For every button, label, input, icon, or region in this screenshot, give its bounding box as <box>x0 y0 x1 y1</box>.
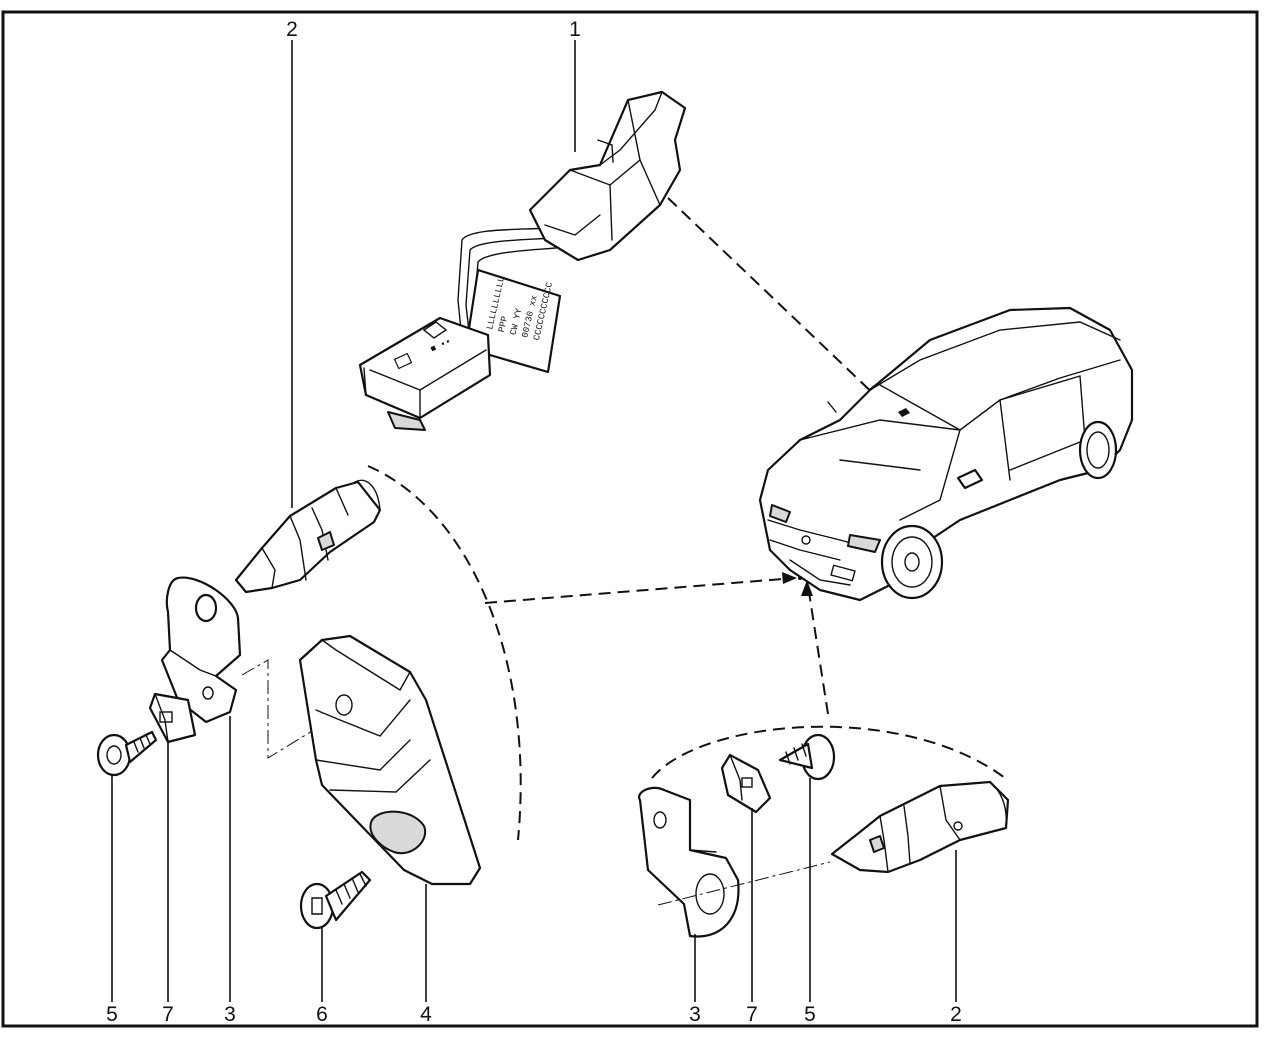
diagram-frame <box>1 10 1259 1028</box>
callout-bottom-4: 4 <box>420 1003 432 1026</box>
harness-connector <box>528 90 687 262</box>
callout-top-2: 2 <box>286 18 298 41</box>
callout-bottom-left-7: 7 <box>162 1003 174 1026</box>
rear-wheel <box>1078 420 1118 480</box>
sensor-cover <box>298 634 482 886</box>
callout-bottom-right-3: 3 <box>689 1003 701 1026</box>
arrow-head <box>801 580 813 596</box>
bracket-left <box>160 576 242 724</box>
car-illustration <box>758 306 1134 602</box>
arrow-sensor-to-windshield <box>667 197 881 401</box>
callout-bottom-right-7: 7 <box>746 1003 758 1026</box>
screw-right <box>778 733 836 781</box>
callout-bottom-6: 6 <box>316 1003 328 1026</box>
temperature-sensor-right <box>830 780 1010 874</box>
callout-bottom-left-5: 5 <box>106 1003 118 1026</box>
rain-light-sensor-assembly: LLLLLLLLLL PPP CW YY 00730 xx CCCCCCCCCC… <box>358 90 687 431</box>
front-wheel <box>880 524 944 600</box>
arrow-left-group-to-bumper <box>484 577 796 604</box>
detail-arc-left <box>367 465 522 841</box>
assembly-axis-right <box>657 861 831 906</box>
assembly-axis-left <box>241 659 331 759</box>
bracket-right <box>638 786 740 938</box>
clip-nut-left <box>148 692 197 744</box>
callout-top-1: 1 <box>569 18 581 41</box>
arrow-right-group-to-bumper <box>807 585 829 715</box>
clip-nut-right <box>720 753 772 814</box>
sensor-housing: ■ ▪▪ <box>358 316 492 431</box>
temperature-sensor-left <box>234 479 382 594</box>
label-line-2: PPP <box>497 315 510 333</box>
screw-6 <box>299 870 372 930</box>
callout-bottom-left-3: 3 <box>224 1003 236 1026</box>
screw-left <box>96 730 158 777</box>
callout-bottom-right-5: 5 <box>804 1003 816 1026</box>
arrow-head <box>782 572 797 584</box>
callout-bottom-right-2: 2 <box>950 1003 962 1026</box>
